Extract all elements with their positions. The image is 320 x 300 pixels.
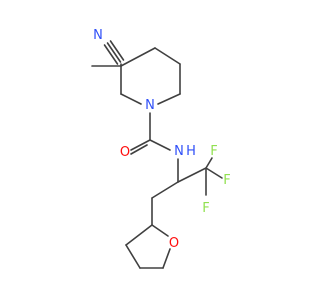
atom-f1: F [210, 144, 217, 159]
structure-svg: N N O N H F F F O [91, 28, 231, 269]
atom-ring-n: N [145, 98, 155, 113]
atom-ring-o: O [169, 236, 179, 251]
bond-chC-ch2 [151, 181, 179, 199]
atom-nitrile-n: N [93, 28, 103, 43]
carbonyl-double-bond [130, 139, 151, 155]
nitrile-triple-bond [103, 40, 125, 65]
bond-cf3C-F1 [205, 157, 213, 169]
bond-chC-cf3C [177, 167, 207, 183]
bond-cf3C-F2 [205, 167, 223, 179]
molecule-diagram: N N O N H F F F O [91, 28, 231, 269]
atom-carbonyl-o: O [120, 145, 130, 160]
tetrahydrofuran-ring [125, 224, 171, 269]
bond-carbonylC-amideN [149, 139, 171, 151]
piperidine-ring [120, 47, 181, 105]
atom-amide-n: N [174, 144, 184, 159]
atom-f3: F [202, 201, 209, 216]
atom-amide-h: H [186, 144, 196, 159]
atom-f2: F [223, 173, 230, 188]
